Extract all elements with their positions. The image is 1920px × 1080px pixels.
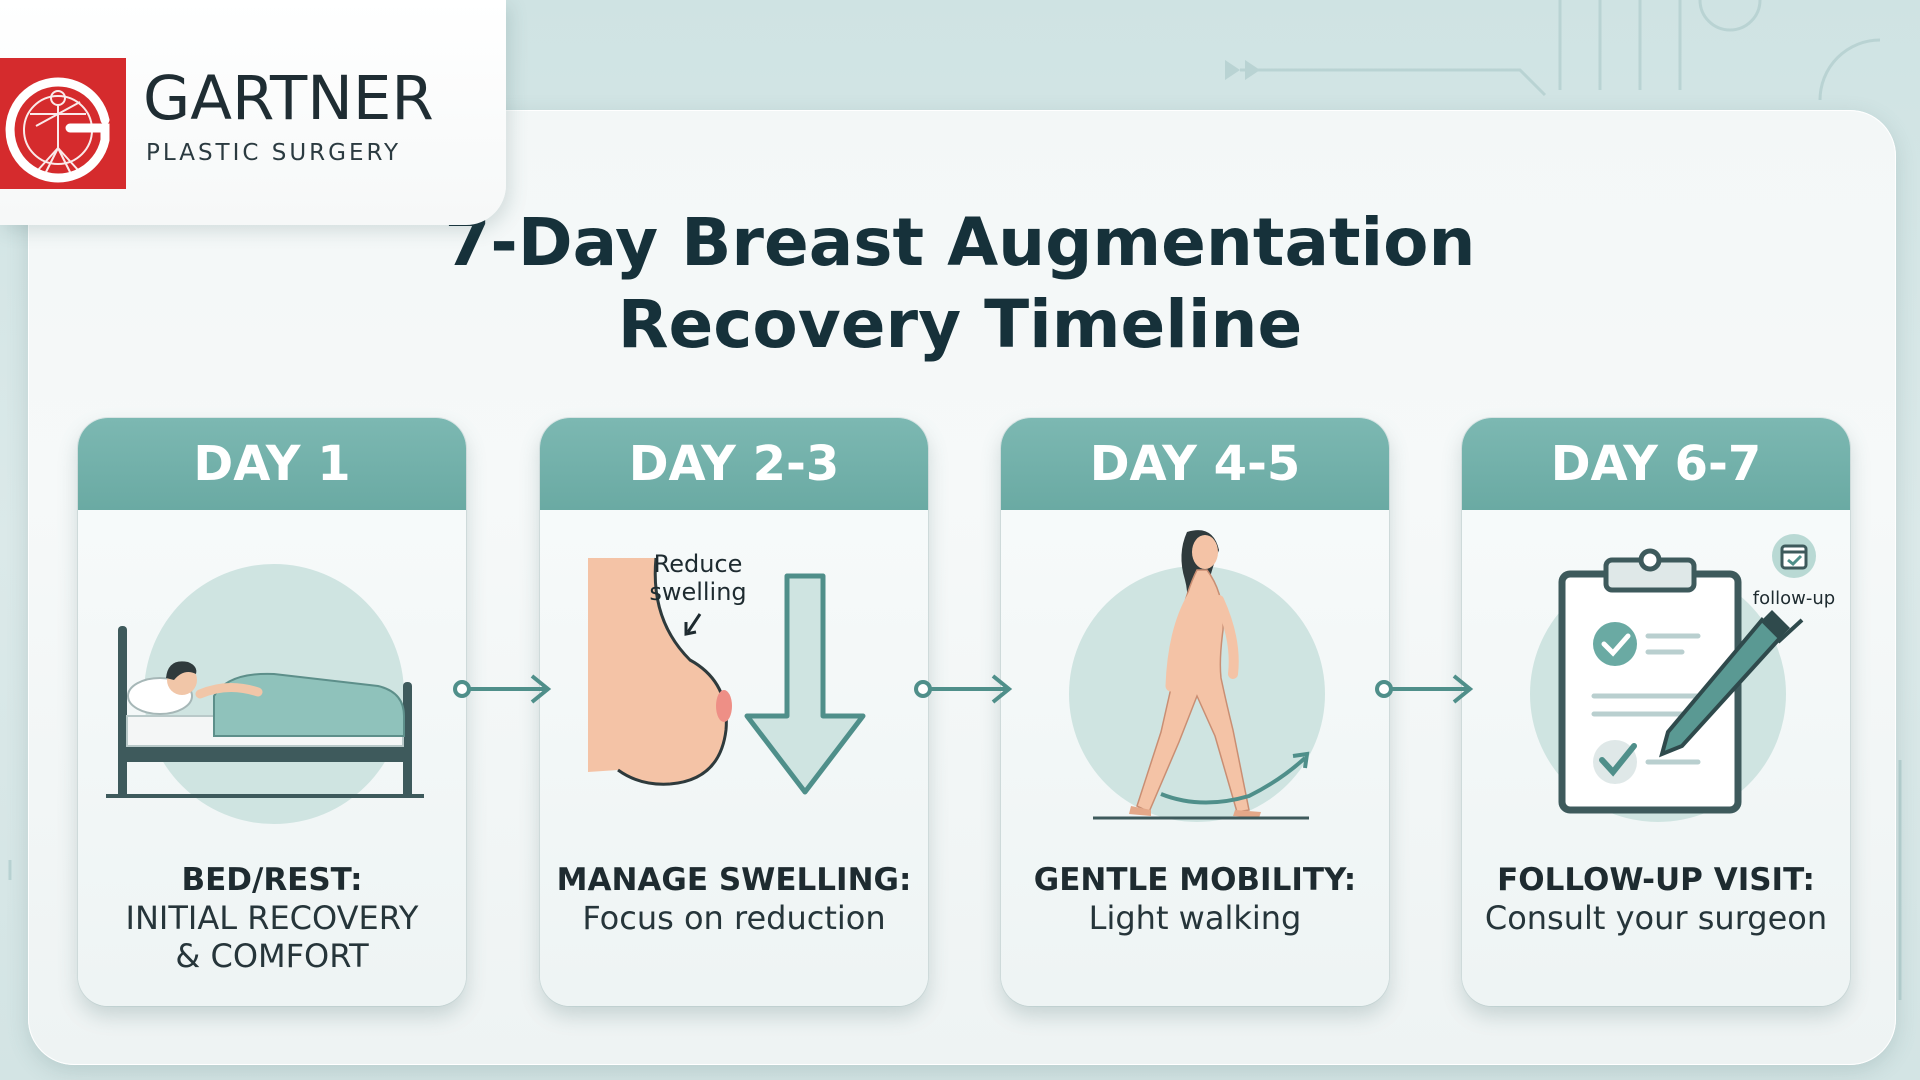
- step-description-line-2: & COMFORT: [175, 937, 369, 975]
- step-text: FOLLOW-UP VISIT: Consult your surgeon: [1472, 861, 1840, 937]
- brand-logo-icon: [0, 58, 126, 189]
- clipboard-check-icon: follow-up: [1530, 534, 1835, 822]
- follow-up-badge-label: follow-up: [1753, 588, 1835, 609]
- walking-woman-icon: [1069, 530, 1325, 822]
- page-title-line-2: Recovery Timeline: [617, 286, 1303, 363]
- swelling-annotation-line-1: Reduce: [654, 550, 743, 578]
- step-heading: FOLLOW-UP VISIT:: [1497, 862, 1815, 898]
- step-card-day-4-5: DAY 4-5 GENTLE MOBILITY: Light walking: [1001, 418, 1389, 1006]
- page-title-line-1: 7-Day Breast Augmentation: [444, 204, 1476, 281]
- logo-panel: GARTNER PLASTIC SURGERY: [0, 0, 506, 225]
- step-description-line-1: Consult your surgeon: [1484, 899, 1828, 937]
- step-description-line-1: Focus on reduction: [582, 899, 886, 937]
- step-card-day-2-3: DAY 2-3 Reduce swelling MANAGE SWELLING:…: [540, 418, 928, 1006]
- step-description-line-1: INITIAL RECOVERY: [125, 899, 419, 937]
- step-heading: GENTLE MOBILITY:: [1033, 862, 1357, 898]
- step-text: BED/REST: INITIAL RECOVERY & COMFORT: [88, 861, 456, 975]
- swelling-annotation-line-2: swelling: [649, 578, 746, 606]
- step-text: GENTLE MOBILITY: Light walking: [1011, 861, 1379, 937]
- step-text: MANAGE SWELLING: Focus on reduction: [550, 861, 918, 937]
- step-heading: BED/REST:: [181, 862, 363, 898]
- step-heading: MANAGE SWELLING:: [556, 862, 912, 898]
- brand-name: GARTNER: [143, 63, 434, 134]
- arrow-connector-3: [1375, 674, 1474, 704]
- arrow-connector-2: [914, 674, 1013, 704]
- step-day-label: DAY 6-7: [1462, 418, 1850, 510]
- step-description-line-1: Light walking: [1088, 899, 1302, 937]
- swelling-down-arrow-icon: Reduce swelling: [588, 550, 866, 795]
- arrow-connector-1: [453, 674, 552, 704]
- step-card-day-1: DAY 1 BED/REST: INITIAL RECOVERY & COMFO…: [78, 418, 466, 1006]
- step-day-label: DAY 2-3: [540, 418, 928, 510]
- brand-subtitle: PLASTIC SURGERY: [146, 140, 402, 166]
- step-day-label: DAY 4-5: [1001, 418, 1389, 510]
- step-card-day-6-7: DAY 6-7 follow-up FOLLOW-UP VISIT: Consu…: [1462, 418, 1850, 1006]
- bed-rest-icon: [106, 564, 424, 824]
- step-day-label: DAY 1: [78, 418, 466, 510]
